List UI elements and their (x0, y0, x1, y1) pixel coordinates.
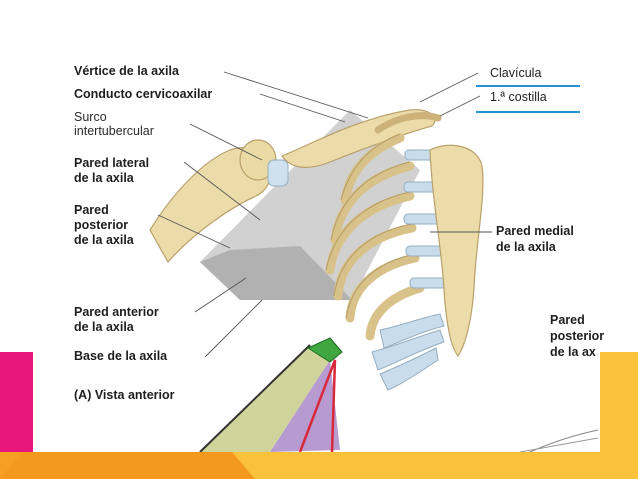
label-base-axila: Base de la axila (74, 349, 168, 363)
label-primera-costilla: 1.ª costilla (490, 90, 547, 104)
anterior-wall-plane (200, 246, 352, 300)
label-vista-anterior: (A) Vista anterior (74, 388, 175, 402)
pyramid-right-face (270, 360, 340, 452)
pyramid-edge-dark (199, 344, 311, 453)
costal-cartilages (371, 149, 451, 391)
ribs (325, 133, 425, 341)
label-pared-posterior: Pared (74, 203, 109, 217)
label-right-de-la-ax: de la ax (550, 345, 596, 359)
sternum (429, 144, 484, 358)
label-surco: Surco (74, 110, 107, 124)
label-pared-anterior: Pared anterior (74, 305, 159, 319)
label-pared-medial-2: de la axila (496, 240, 556, 254)
label-pared-posterior-3: de la axila (74, 233, 134, 247)
shoulder-cartilage (267, 159, 289, 187)
label-pared-anterior-2: de la axila (74, 320, 134, 334)
pyramid-edge-red (298, 359, 337, 453)
label-pared-posterior-2: posterior (74, 218, 129, 232)
leader-lines (157, 71, 492, 358)
label-pared-lateral-2: de la axila (74, 171, 134, 185)
label-clavicula: Clavícula (490, 66, 542, 80)
first-rib (374, 112, 442, 134)
label-pared-lateral: Pared lateral (74, 156, 150, 170)
label-pared-medial: Pared medial (496, 224, 574, 238)
label-right-pared: Pared (550, 313, 585, 327)
pyramid-apex (306, 337, 343, 363)
label-vertice-axila: Vértice de la axila (74, 64, 179, 78)
pyramid-left-face (200, 345, 330, 452)
label-right-posterior: posterior (550, 329, 605, 343)
clavicle (281, 109, 436, 168)
rib-outlines (325, 133, 416, 319)
label-conducto-cervicoaxilar: Conducto cervicoaxilar (74, 87, 213, 101)
label-intertubercular: intertubercular (74, 124, 154, 138)
